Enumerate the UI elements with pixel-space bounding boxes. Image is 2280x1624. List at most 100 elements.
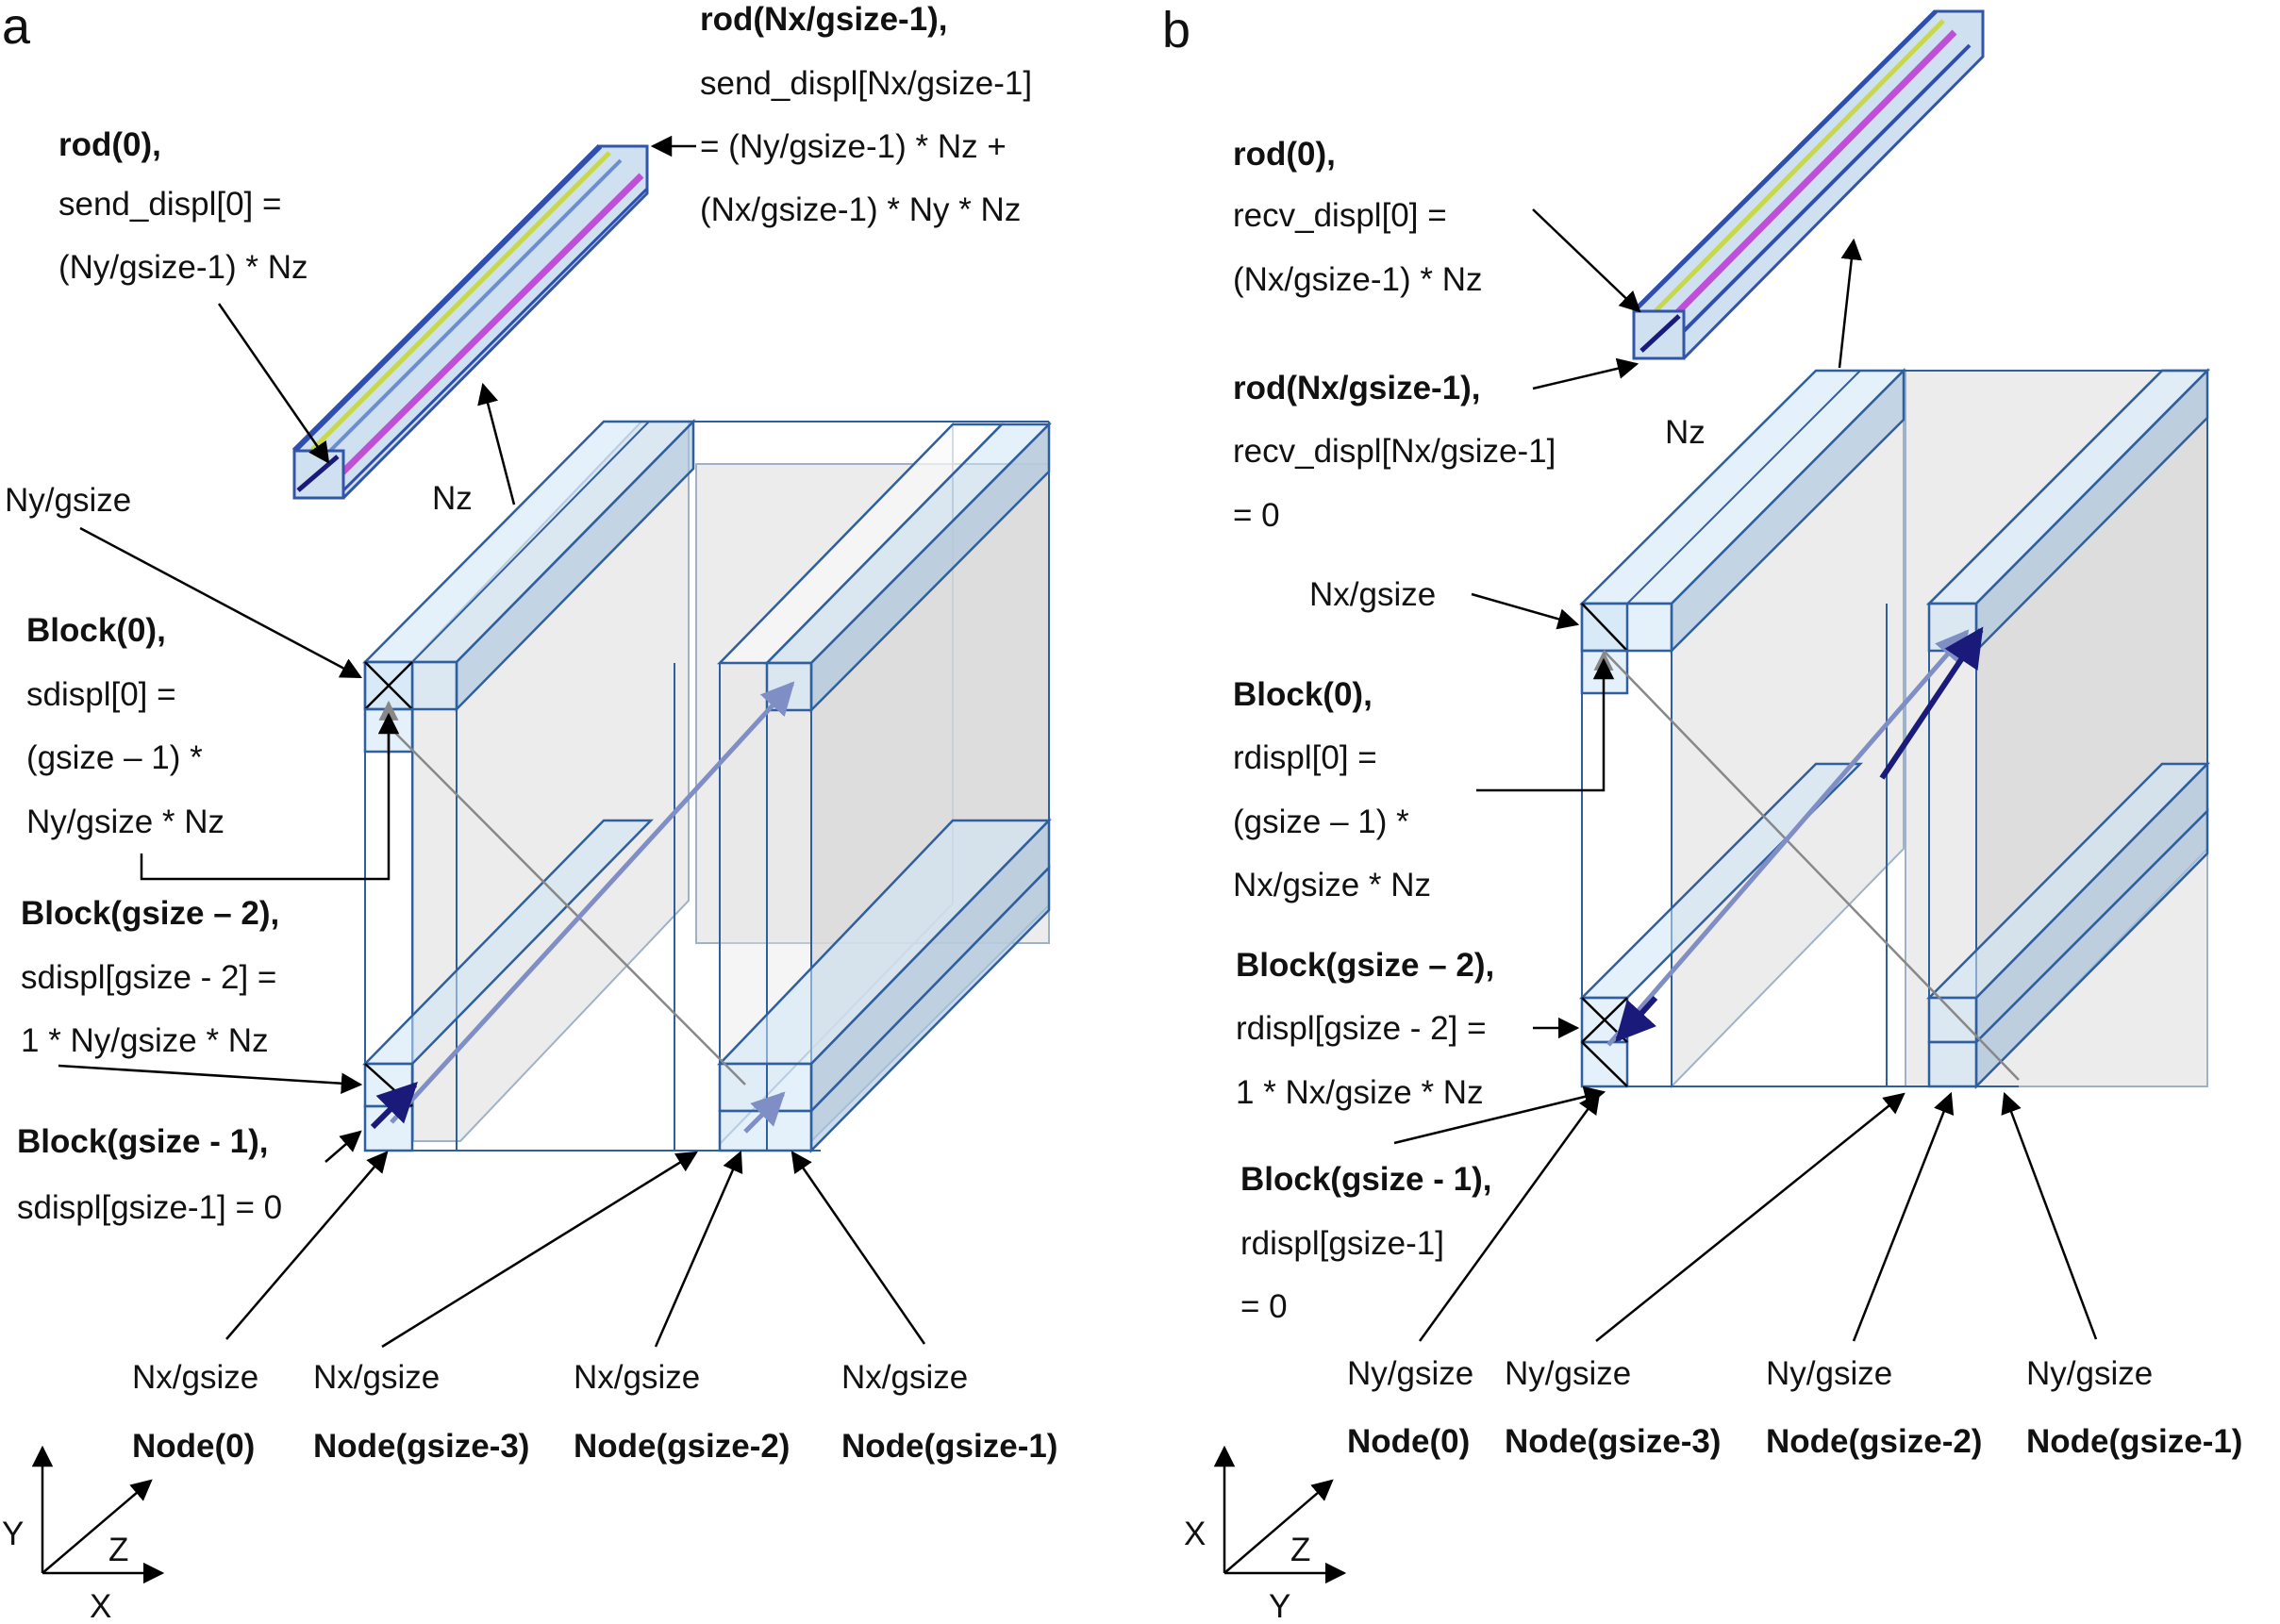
panel-b-node-2-size: Ny/gsize — [1766, 1355, 1892, 1392]
panel-b-side-leader — [1471, 592, 1580, 630]
panel-a-node-3-leader — [791, 1151, 926, 1345]
panel-b-node-3-name: Node(gsize-1) — [2026, 1423, 2242, 1460]
panel-a-rodlast-line2: = (Ny/gsize-1) * Nz + — [700, 128, 1007, 165]
panel-a-rod0-line1: send_displ[0] = — [58, 186, 281, 223]
panel-a-blockgm1-line1: sdispl[gsize-1] = 0 — [17, 1189, 282, 1226]
panel-a-axes: Y Z X — [2, 1445, 165, 1624]
panel-a-rod0-line2: (Ny/gsize-1) * Nz — [58, 249, 308, 286]
panel-a-node-1: Nx/gsize Node(gsize-3) — [313, 1359, 529, 1465]
panel-a-node-1-leader — [381, 1151, 698, 1349]
panel-a-axis-depth-label: Z — [108, 1532, 128, 1568]
panel-b-blockgm1-line2: = 0 — [1240, 1288, 1288, 1325]
panel-a-axis-depth — [42, 1479, 153, 1574]
panel-b-node-1-name: Node(gsize-3) — [1505, 1423, 1721, 1460]
panel-b-block0-label: Block(0), rdispl[0] = (gsize – 1) * Nx/g… — [1233, 676, 1431, 903]
panel-b-node-0-size: Ny/gsize — [1347, 1355, 1473, 1392]
panel-a-block0-title: Block(0), — [26, 612, 166, 649]
panel-a-blockgm2-line2: 1 * Ny/gsize * Nz — [21, 1022, 269, 1059]
panel-a-node-3-name: Node(gsize-1) — [841, 1428, 1057, 1465]
panel-b-side-label: Nx/gsize — [1309, 576, 1436, 613]
panel-a-node-3-size: Nx/gsize — [841, 1359, 968, 1396]
panel-a-nz-arrow — [477, 382, 516, 505]
panel-a-blockgm2-label: Block(gsize – 2), sdispl[gsize - 2] = 1 … — [21, 895, 279, 1059]
panel-a-node-0-name: Node(0) — [132, 1428, 255, 1465]
panel-a-rodlast-line1: send_displ[Nx/gsize-1] — [700, 65, 1032, 102]
panel-b-axis-horizontal-label: Y — [1269, 1588, 1290, 1624]
panel-b-node-3-size: Ny/gsize — [2026, 1355, 2153, 1392]
panel-a-nz-label: Nz — [432, 480, 473, 517]
panel-b-nz-arrow — [1838, 238, 1862, 369]
panel-b-node-2-name: Node(gsize-2) — [1766, 1423, 1982, 1460]
panel-b-node-1: Ny/gsize Node(gsize-3) — [1505, 1355, 1721, 1460]
panel-a-block0-leader — [140, 712, 400, 881]
panel-a-rodlast-title: rod(Nx/gsize-1), — [700, 1, 948, 38]
panel-a-blockgm1-label: Block(gsize - 1), sdispl[gsize-1] = 0 — [17, 1123, 282, 1226]
panel-b-rodlast-line1: recv_displ[Nx/gsize-1] — [1233, 433, 1556, 470]
panel-b-blockgm2-line1: rdispl[gsize - 2] = — [1236, 1010, 1487, 1047]
panel-b-blockgm1-title: Block(gsize - 1), — [1240, 1161, 1491, 1198]
panel-b-block0-line2: (gsize – 1) * — [1233, 804, 1409, 840]
panel-a-blockgm2-line1: sdispl[gsize - 2] = — [21, 959, 276, 996]
panel-a-rod0-leader — [217, 303, 330, 464]
panel-a-node-1-size: Nx/gsize — [313, 1359, 440, 1396]
panel-a-node-2-name: Node(gsize-2) — [574, 1428, 790, 1465]
panel-a-axis-vertical-label: Y — [2, 1516, 24, 1552]
panel-a-node-2-leader — [654, 1150, 743, 1348]
panel-a-blockgm1-title: Block(gsize - 1), — [17, 1123, 268, 1160]
panel-b-block0-title: Block(0), — [1233, 676, 1373, 713]
panel-a-node-0: Nx/gsize Node(0) — [132, 1359, 258, 1465]
panel-a-node-0-leader — [225, 1151, 389, 1340]
panel-b-axis-vertical-label: X — [1184, 1516, 1206, 1552]
panel-b-node-0-name: Node(0) — [1347, 1423, 1470, 1460]
panel-b-axis-depth — [1223, 1479, 1334, 1574]
panel-b-rod0-leader — [1532, 208, 1641, 313]
panel-b-rod0-line2: (Nx/gsize-1) * Nz — [1233, 261, 1482, 298]
panel-b-rodlast-title: rod(Nx/gsize-1), — [1233, 370, 1481, 406]
panel-a-node-3: Nx/gsize Node(gsize-1) — [841, 1359, 1057, 1465]
panel-b-block0-line1: rdispl[0] = — [1233, 739, 1377, 776]
panel-b-block0-line3: Nx/gsize * Nz — [1233, 867, 1431, 903]
panel-b-block0-leader — [1476, 657, 1615, 792]
panel-b: b — [1162, 2, 2242, 1624]
panel-a-letter: a — [2, 0, 31, 55]
panel-b-nz-label: Nz — [1665, 414, 1706, 451]
panel-b-axes: X Z Y — [1184, 1445, 1347, 1624]
panel-b-rod0-label: rod(0), recv_displ[0] = (Nx/gsize-1) * N… — [1233, 136, 1482, 298]
panel-a-box — [361, 418, 1053, 1154]
panel-b-axis-depth-label: Z — [1290, 1532, 1310, 1568]
panel-a-blockgm1-leader — [325, 1130, 362, 1163]
panel-b-rod — [1632, 9, 1985, 360]
panel-a-block0-label: Block(0), sdispl[0] = (gsize – 1) * Ny/g… — [26, 612, 225, 840]
panel-a-rodlast-label: rod(Nx/gsize-1), send_displ[Nx/gsize-1] … — [700, 1, 1032, 228]
panel-a-axis-horizontal-label: X — [90, 1588, 111, 1624]
panel-b-blockgm2-title: Block(gsize – 2), — [1236, 947, 1494, 984]
panel-a-rod0-title: rod(0), — [58, 126, 161, 163]
panel-b-node-2-leader — [1852, 1091, 1955, 1342]
panel-b-node-0: Ny/gsize Node(0) — [1347, 1355, 1473, 1460]
panel-b-node-3: Ny/gsize Node(gsize-1) — [2026, 1355, 2242, 1460]
panel-a-node-0-size: Nx/gsize — [132, 1359, 258, 1396]
panel-a-block0-line3: Ny/gsize * Nz — [26, 804, 225, 840]
panel-b-blockgm2-line2: 1 * Nx/gsize * Nz — [1236, 1074, 1484, 1111]
panel-b-blockgm1-leader — [1393, 1085, 1606, 1145]
panel-b-box — [1578, 367, 2211, 1090]
panel-a-block0-line2: (gsize – 1) * — [26, 739, 203, 776]
panel-a-rodlast-line3: (Nx/gsize-1) * Ny * Nz — [700, 191, 1021, 228]
panel-a: a — [2, 0, 1057, 1624]
panel-b-blockgm1-label: Block(gsize - 1), rdispl[gsize-1] = 0 — [1240, 1161, 1491, 1325]
panel-a-blockgm2-title: Block(gsize – 2), — [21, 895, 279, 932]
panel-b-blockgm2-label: Block(gsize – 2), rdispl[gsize - 2] = 1 … — [1236, 947, 1494, 1111]
panel-b-rodlast-line2: = 0 — [1233, 497, 1280, 534]
panel-a-rod0-label: rod(0), send_displ[0] = (Ny/gsize-1) * N… — [58, 126, 308, 286]
panel-b-rod0-line1: recv_displ[0] = — [1233, 197, 1447, 234]
panel-a-block0-line1: sdispl[0] = — [26, 676, 176, 713]
panel-b-node-0-leader — [1418, 1092, 1601, 1342]
panel-a-node-2: Nx/gsize Node(gsize-2) — [574, 1359, 790, 1465]
panel-a-blockgm2-leader — [58, 1064, 363, 1094]
panel-b-rodlast-label: rod(Nx/gsize-1), recv_displ[Nx/gsize-1] … — [1233, 370, 1556, 534]
panel-a-rod — [291, 143, 649, 500]
panel-b-node-3-leader — [2001, 1091, 2098, 1340]
panel-a-side-leader — [79, 526, 362, 679]
panel-b-node-2: Ny/gsize Node(gsize-2) — [1766, 1355, 1982, 1460]
